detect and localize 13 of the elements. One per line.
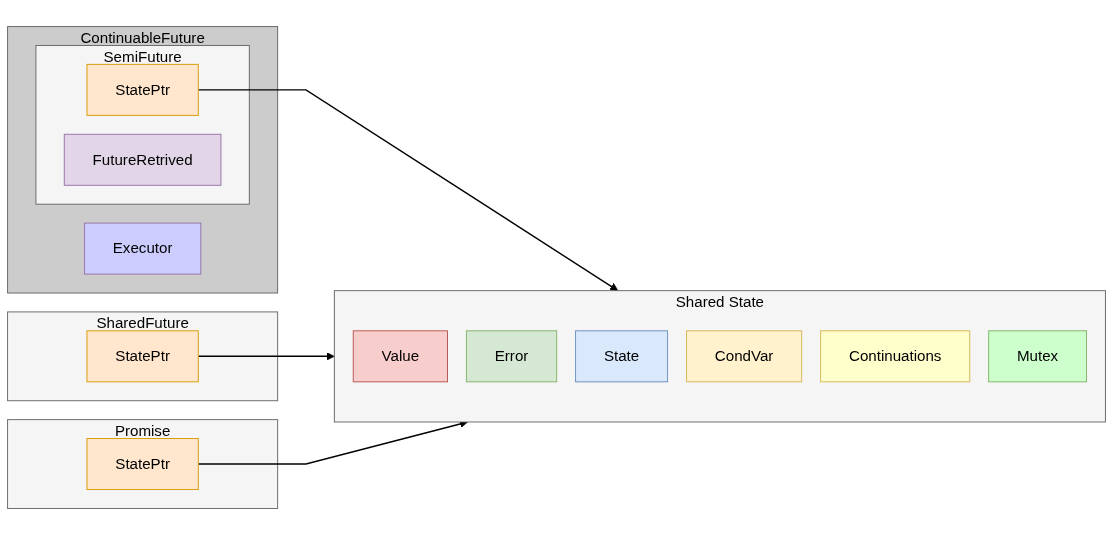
- node-box: Value: [352, 330, 448, 383]
- node-box: CondVar: [686, 330, 803, 383]
- node-box: Error: [465, 330, 558, 383]
- arrow: [197, 89, 619, 292]
- arrow: [197, 352, 335, 361]
- node-box: State: [575, 330, 669, 383]
- node-box: Continuations: [820, 330, 971, 383]
- node-box: Executor: [83, 223, 202, 276]
- node-box: FutureRetrived: [63, 134, 222, 187]
- node-box: StatePtr: [86, 330, 199, 383]
- node-box: StatePtr: [86, 64, 199, 117]
- node-box: StatePtr: [86, 438, 199, 491]
- node-box: Mutex: [988, 330, 1087, 383]
